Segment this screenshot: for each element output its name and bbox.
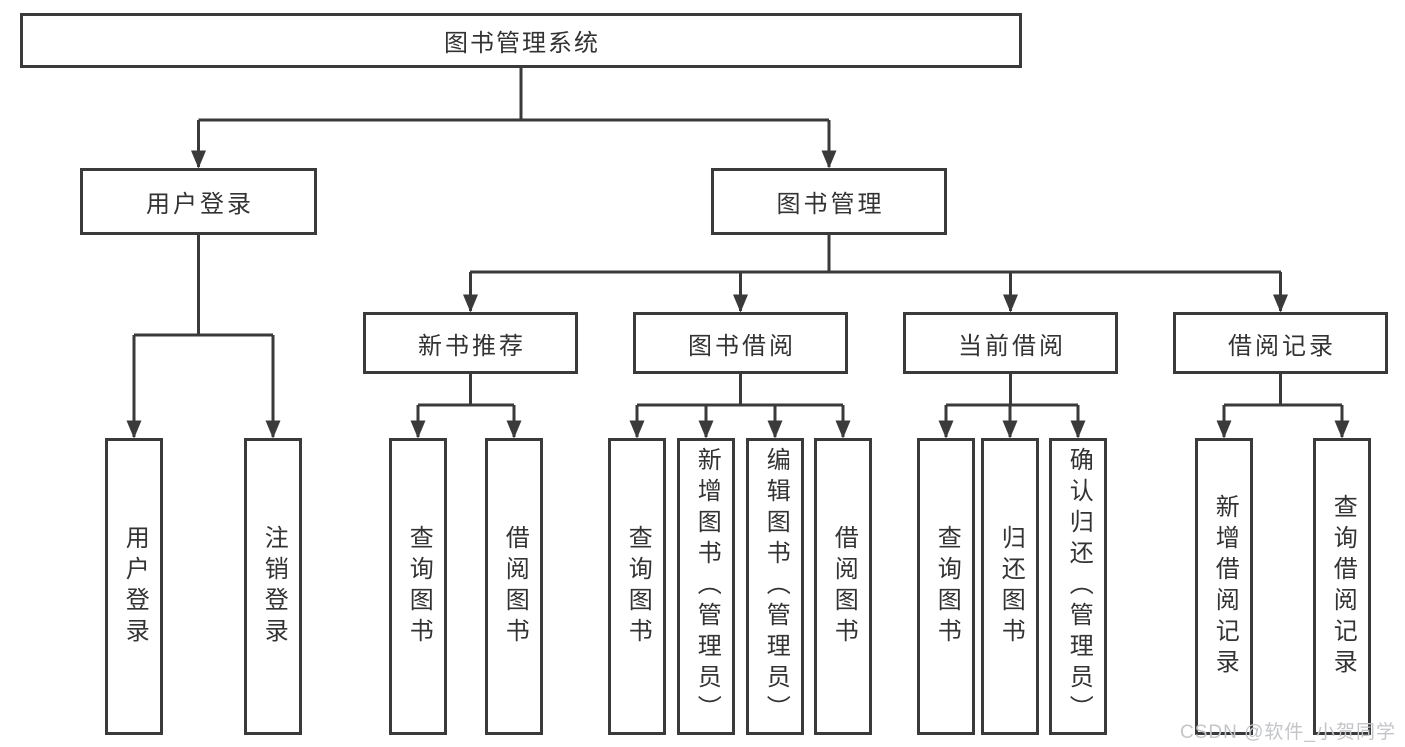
csdn-watermark-text: CSDN @软件_小贺同学	[1180, 722, 1396, 743]
leaf-query-books-current: 查询图书	[917, 438, 975, 735]
leaf-confirm-return-admin: 确认归还（管理员）	[1049, 438, 1107, 735]
leaf-borrow-books-newbook: 借阅图书	[485, 438, 543, 735]
leaf-query-books-borrow: 查询图书	[608, 438, 666, 735]
leaf-confirm-return-admin-label: 确认归还（管理员）	[1065, 447, 1093, 726]
connector-elbows	[134, 68, 1342, 407]
connector-group	[126, 68, 1350, 439]
leaf-logout-label: 注销登录	[260, 524, 288, 649]
node-book-borrow-label: 图书借阅	[688, 332, 796, 360]
leaf-borrow-books-borrow-label: 借阅图书	[830, 524, 858, 649]
node-current-borrow-label: 当前借阅	[958, 332, 1066, 360]
leaf-add-book-admin-label: 新增图书（管理员）	[693, 447, 721, 726]
node-user-login: 用户登录	[80, 168, 317, 235]
leaf-add-borrow-record: 新增借阅记录	[1195, 438, 1253, 735]
node-root-system: 图书管理系统	[20, 13, 1022, 68]
leaf-return-book: 归还图书	[981, 438, 1039, 735]
leaf-edit-book-admin-label: 编辑图书（管理员）	[762, 447, 790, 726]
leaf-query-books-newbook: 查询图书	[389, 438, 447, 735]
node-borrow-record-label: 借阅记录	[1228, 332, 1336, 360]
leaf-add-book-admin: 新增图书（管理员）	[677, 438, 735, 735]
leaf-query-borrow-record-label: 查询借阅记录	[1329, 493, 1357, 680]
leaf-query-books-current-label: 查询图书	[933, 524, 961, 649]
leaf-add-borrow-record-label: 新增借阅记录	[1211, 493, 1239, 680]
leaf-edit-book-admin: 编辑图书（管理员）	[746, 438, 804, 735]
node-book-management: 图书管理	[711, 168, 947, 235]
node-book-management-label: 图书管理	[776, 191, 885, 218]
node-new-book-recommend: 新书推荐	[363, 312, 578, 374]
leaf-query-books-borrow-label: 查询图书	[624, 524, 652, 649]
node-current-borrow: 当前借阅	[903, 312, 1118, 374]
node-book-borrow: 图书借阅	[633, 312, 848, 374]
leaf-return-book-label: 归还图书	[997, 524, 1025, 649]
node-user-login-label: 用户登录	[146, 191, 254, 218]
node-borrow-record: 借阅记录	[1173, 312, 1388, 374]
node-new-book-recommend-label: 新书推荐	[418, 332, 526, 360]
leaf-borrow-books-newbook-label: 借阅图书	[501, 524, 529, 649]
leaf-user-login-label: 用户登录	[121, 524, 149, 649]
leaf-query-books-newbook-label: 查询图书	[405, 524, 433, 649]
leaf-logout: 注销登录	[244, 438, 302, 735]
node-root-label: 图书管理系统	[444, 30, 600, 57]
leaf-user-login: 用户登录	[105, 438, 163, 735]
leaf-borrow-books-borrow: 借阅图书	[814, 438, 872, 735]
leaf-query-borrow-record: 查询借阅记录	[1313, 438, 1371, 735]
csdn-watermark: CSDN @软件_小贺同学	[1180, 717, 1396, 744]
